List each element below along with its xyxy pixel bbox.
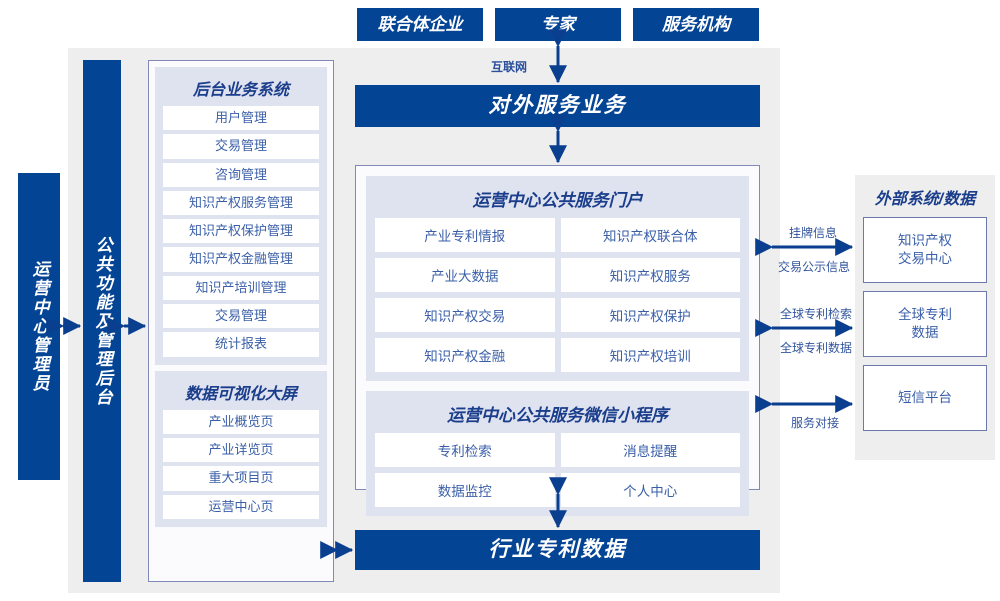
actor-label: 联合体企业 bbox=[377, 14, 463, 34]
external-box-label: 知识产权交易中心 bbox=[898, 232, 952, 266]
connector-label-listing-info: 挂牌信息 bbox=[789, 226, 838, 240]
list-item[interactable]: 知识产权金融管理 bbox=[163, 247, 319, 272]
connector-label-global-patent-data: 全球专利数据 bbox=[780, 341, 853, 355]
grid-cell[interactable]: 个人中心 bbox=[560, 473, 740, 507]
list-item[interactable]: 产业详览页 bbox=[163, 437, 319, 463]
grid-cell[interactable]: 数据监控 bbox=[375, 473, 555, 507]
grid-cell[interactable]: 知识产权金融 bbox=[375, 338, 555, 372]
block-public-service-portal: 运营中心公共服务门户 产业专利情报 知识产权联合体 产业大数据 知识产权服务 知… bbox=[366, 176, 749, 381]
connector-label-global-patent-search: 全球专利检索 bbox=[780, 307, 853, 321]
role-bar-label: 运营中心管理员 bbox=[29, 260, 49, 393]
list-item[interactable]: 运营中心页 bbox=[163, 494, 319, 519]
subpanel-title: 数据可视化大屏 bbox=[184, 385, 297, 403]
grid-cell[interactable]: 知识产权培训 bbox=[560, 338, 740, 372]
list-item[interactable]: 产业概览页 bbox=[163, 409, 319, 434]
role-bar-label: 公共功能及管理后台 bbox=[92, 235, 112, 407]
outer-service-label: 对外服务业务 bbox=[488, 93, 627, 117]
list-item[interactable]: 重大项目页 bbox=[163, 466, 319, 491]
external-box-global-patent-data[interactable]: 全球专利数据 bbox=[863, 291, 987, 357]
list-item[interactable]: 统计报表 bbox=[163, 332, 319, 357]
grid-cell[interactable]: 产业大数据 bbox=[375, 258, 555, 292]
list-item[interactable]: 交易管理 bbox=[163, 134, 319, 159]
grid-cell[interactable]: 知识产权保护 bbox=[560, 298, 740, 332]
industry-data-label: 行业专利数据 bbox=[488, 537, 627, 561]
miniprogram-grid: 专利检索 消息提醒 数据监控 个人中心 bbox=[375, 433, 740, 507]
grid-cell[interactable]: 消息提醒 bbox=[560, 433, 740, 467]
subpanel-data-visualization: 数据可视化大屏 产业概览页 产业详览页 重大项目页 运营中心页 bbox=[155, 370, 327, 527]
external-panel-title: 外部系统/数据 bbox=[874, 191, 976, 208]
block-title: 运营中心公共服务门户 bbox=[472, 191, 643, 210]
actor-label: 专家 bbox=[541, 14, 575, 34]
list-item[interactable]: 用户管理 bbox=[163, 106, 319, 131]
portal-grid: 产业专利情报 知识产权联合体 产业大数据 知识产权服务 知识产权交易 知识产权保… bbox=[375, 218, 740, 372]
actor-box-union-enterprise[interactable]: 联合体企业 bbox=[357, 8, 483, 41]
grid-cell[interactable]: 知识产权交易 bbox=[375, 298, 555, 332]
grid-cell[interactable]: 知识产权联合体 bbox=[560, 218, 740, 252]
external-systems-panel: 外部系统/数据 知识产权交易中心 全球专利数据 短信平台 bbox=[855, 175, 995, 460]
actor-label: 服务机构 bbox=[662, 14, 730, 34]
list-item[interactable]: 知识产权服务管理 bbox=[163, 190, 319, 216]
list-item[interactable]: 交易管理 bbox=[163, 304, 319, 329]
list-item[interactable]: 知识产权保护管理 bbox=[163, 219, 319, 244]
list-item[interactable]: 知识产培训管理 bbox=[163, 275, 319, 301]
list-item[interactable]: 咨询管理 bbox=[163, 162, 319, 187]
external-box-label: 全球专利数据 bbox=[898, 306, 952, 340]
role-bar-common-backend[interactable]: 公共功能及管理后台 bbox=[83, 60, 121, 582]
block-title: 运营中心公共服务微信小程序 bbox=[447, 406, 668, 425]
grid-cell[interactable]: 知识产权服务 bbox=[560, 258, 740, 292]
external-box-sms-platform[interactable]: 短信平台 bbox=[863, 365, 987, 431]
outer-service-bar[interactable]: 对外服务业务 bbox=[355, 85, 760, 127]
subpanel-title: 后台业务系统 bbox=[192, 82, 289, 99]
actor-box-service-agency[interactable]: 服务机构 bbox=[633, 8, 759, 41]
industry-patent-data-bar[interactable]: 行业专利数据 bbox=[355, 530, 760, 570]
public-service-panel: 运营中心公共服务门户 产业专利情报 知识产权联合体 产业大数据 知识产权服务 知… bbox=[355, 165, 760, 516]
external-box-label: 短信平台 bbox=[898, 389, 952, 405]
grid-cell[interactable]: 专利检索 bbox=[375, 433, 555, 467]
connector-label-service-docking: 服务对接 bbox=[791, 416, 840, 430]
connector-label-internet: 互联网 bbox=[491, 60, 528, 74]
connector-label-transaction-disclosure: 交易公示信息 bbox=[778, 260, 851, 274]
external-box-ip-exchange-center[interactable]: 知识产权交易中心 bbox=[863, 217, 987, 283]
actor-box-expert[interactable]: 专家 bbox=[495, 8, 621, 41]
role-bar-operations-admin[interactable]: 运营中心管理员 bbox=[18, 173, 60, 480]
block-wechat-miniprogram: 运营中心公共服务微信小程序 专利检索 消息提醒 数据监控 个人中心 bbox=[366, 391, 749, 516]
grid-cell[interactable]: 产业专利情报 bbox=[375, 218, 555, 252]
backend-systems-panel: 后台业务系统 用户管理 交易管理 咨询管理 知识产权服务管理 知识产权保护管理 … bbox=[148, 60, 334, 582]
subpanel-backend-business: 后台业务系统 用户管理 交易管理 咨询管理 知识产权服务管理 知识产权保护管理 … bbox=[155, 67, 327, 365]
